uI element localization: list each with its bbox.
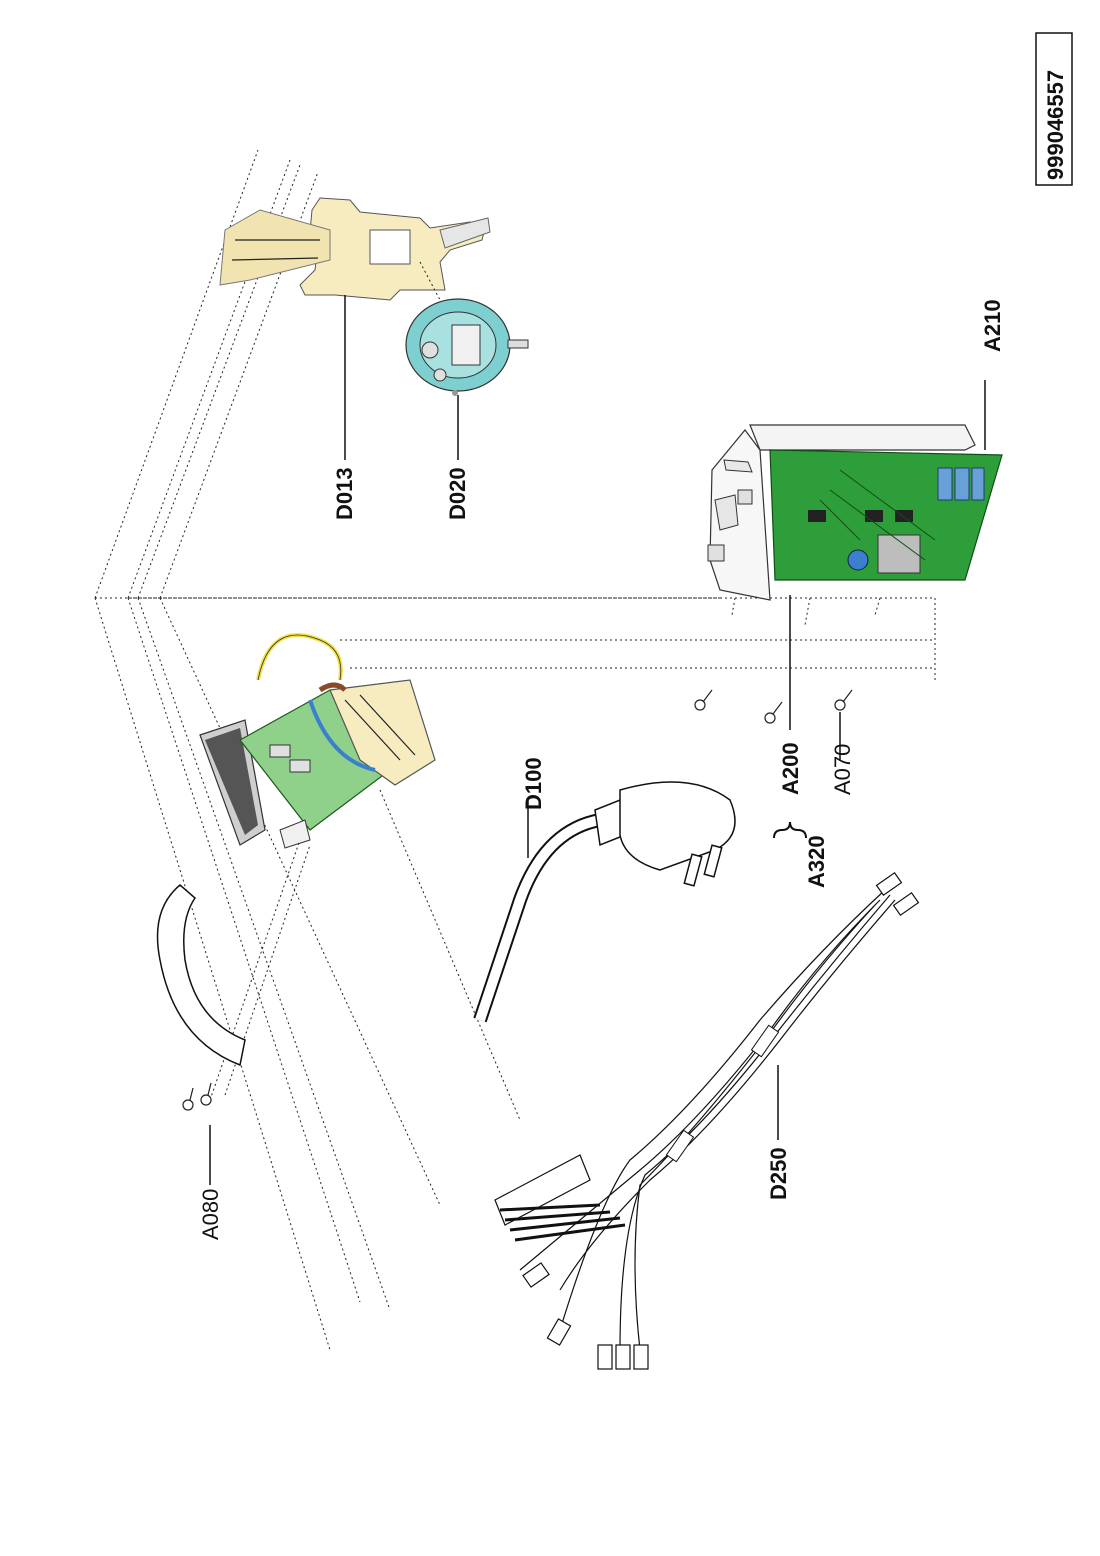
mains-cable	[473, 781, 736, 1023]
label-d020: D020	[445, 467, 470, 520]
bracket-a320	[773, 821, 807, 839]
label-a210: A210	[980, 299, 1005, 352]
label-a080: A080	[198, 1189, 223, 1240]
housing-outline	[94, 149, 936, 1351]
cable-sleeve	[156, 884, 246, 1067]
screws-a080	[182, 1082, 212, 1111]
leader-lines	[209, 295, 986, 1185]
screws-a200-a070	[694, 689, 853, 724]
insulating-bracket	[219, 197, 491, 301]
document-code: 999046557	[1043, 70, 1068, 180]
electronic-module	[707, 424, 1003, 626]
label-d100: D100	[521, 757, 546, 810]
label-d250: D250	[766, 1147, 791, 1200]
label-a320: A320	[804, 835, 829, 888]
label-a070: A070	[830, 744, 855, 795]
pressure-switch	[405, 298, 529, 396]
label-a200: A200	[778, 742, 803, 795]
terminal-block	[199, 633, 436, 1101]
label-d013: D013	[332, 467, 357, 520]
wiring-harness	[494, 871, 920, 1370]
document-code-box: 999046557	[1035, 32, 1073, 186]
